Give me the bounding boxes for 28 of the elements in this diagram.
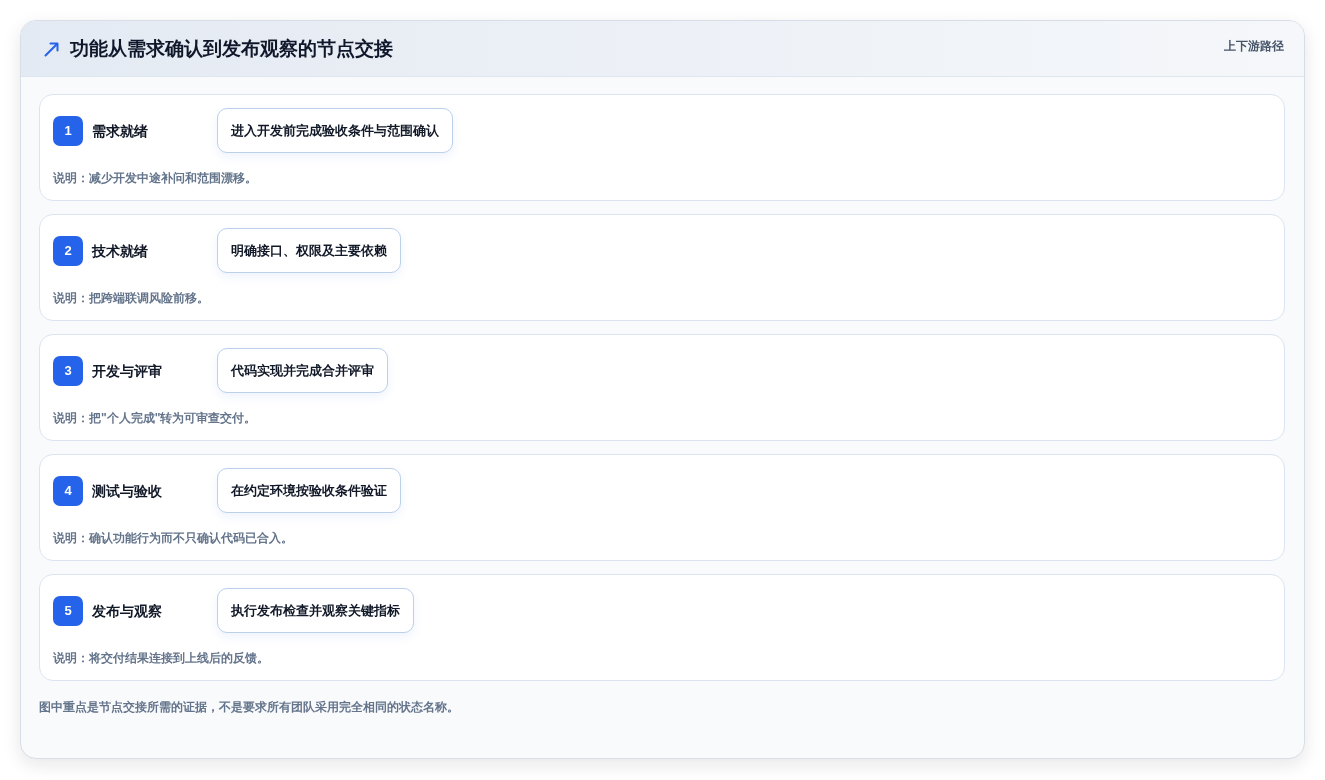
step-title: 需求就绪 [92, 122, 148, 141]
step-note: 说明：确认功能行为而不只确认代码已合入。 [53, 530, 293, 546]
footnote: 图中重点是节点交接所需的证据，不是要求所有团队采用完全相同的状态名称。 [39, 699, 459, 715]
step-card [39, 334, 1285, 441]
step-title: 开发与评审 [92, 362, 162, 381]
step-title: 发布与观察 [92, 602, 162, 621]
step-title: 技术就绪 [92, 242, 148, 261]
step-number-badge: 2 [53, 236, 83, 266]
step-card [39, 574, 1285, 681]
step-note: 说明：把"个人完成"转为可审查交付。 [53, 410, 257, 426]
step-note: 说明：减少开发中途补问和范围漂移。 [53, 170, 257, 186]
handoff-box: 执行发布检查并观察关键指标 [217, 588, 414, 633]
step-number-badge: 3 [53, 356, 83, 386]
step-number-badge: 4 [53, 476, 83, 506]
step-note: 说明：把跨端联调风险前移。 [53, 290, 209, 306]
handoff-box: 明确接口、权限及主要依赖 [217, 228, 401, 273]
step-note: 说明：将交付结果连接到上线后的反馈。 [53, 650, 269, 666]
step-number-badge: 1 [53, 116, 83, 146]
step-number-badge: 5 [53, 596, 83, 626]
handoff-box: 代码实现并完成合并评审 [217, 348, 388, 393]
handoff-box: 在约定环境按验收条件验证 [217, 468, 401, 513]
step-card [39, 94, 1285, 201]
diagram-title: 功能从需求确认到发布观察的节点交接 [70, 37, 393, 61]
step-title: 测试与验收 [92, 482, 162, 501]
step-card [39, 214, 1285, 321]
step-card [39, 454, 1285, 561]
header-note: 上下游路径 [1224, 38, 1284, 54]
handoff-box: 进入开发前完成验收条件与范围确认 [217, 108, 453, 153]
